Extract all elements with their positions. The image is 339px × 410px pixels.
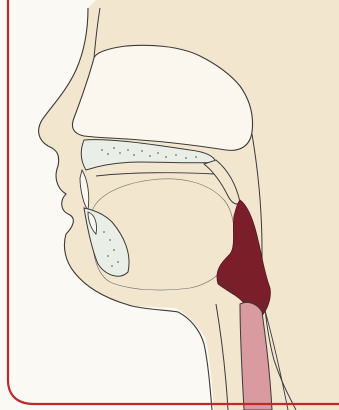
head-section-diagram <box>0 0 339 410</box>
diagram-frame <box>0 0 339 410</box>
